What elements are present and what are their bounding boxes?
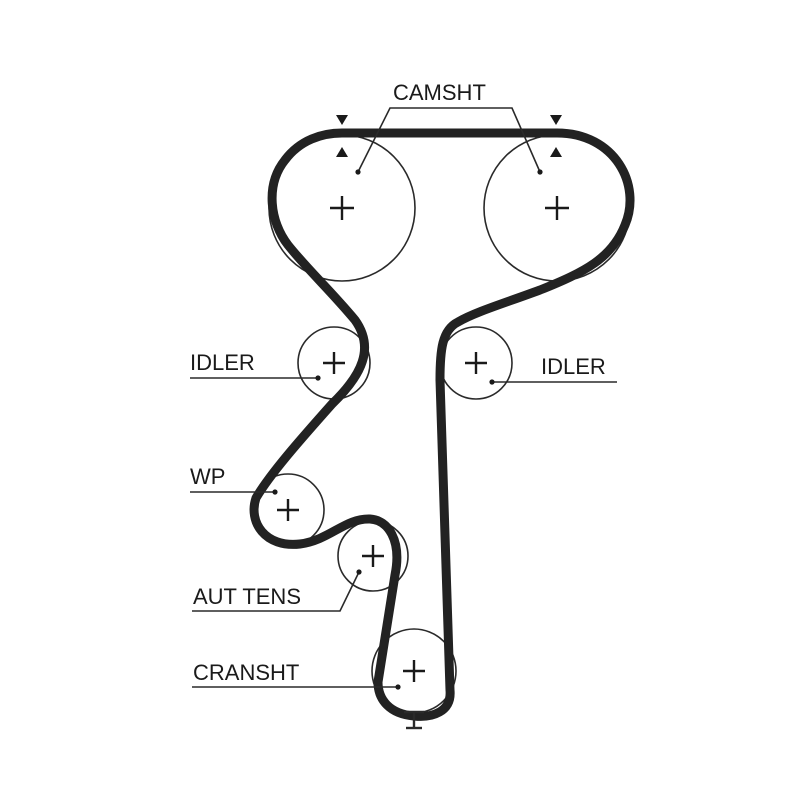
- timing-belt: [249, 128, 635, 721]
- crankshaft-leader: [192, 684, 401, 690]
- idler-right-label: IDLER: [541, 354, 606, 379]
- crankshaft-center-mark: [403, 660, 425, 682]
- water-pump-center-mark: [277, 499, 299, 521]
- camshaft-left-timing-mark: [336, 115, 348, 157]
- crankshaft-label: CRANSHT: [193, 660, 299, 685]
- idler-right-center-mark: [465, 352, 487, 374]
- water-pump-label: WP: [190, 464, 225, 489]
- camshaft-right-center-mark: [545, 196, 569, 220]
- idler-left-label: IDLER: [190, 350, 255, 375]
- idler-left-center-mark: [323, 352, 345, 374]
- camshaft-leader: [355, 107, 543, 175]
- auto-tensioner-leader: [192, 569, 362, 612]
- auto-tensioner-label: AUT TENS: [193, 584, 301, 609]
- camshaft-right-timing-mark: [550, 115, 562, 157]
- camshaft-label: CAMSHT: [393, 80, 486, 105]
- water-pump-leader: [190, 489, 278, 495]
- idler-left-leader: [190, 375, 321, 381]
- crankshaft-keyway-mark: [404, 710, 424, 730]
- auto-tensioner-center-mark: [362, 545, 384, 567]
- idler-right-leader: [489, 379, 617, 385]
- camshaft-left-center-mark: [330, 196, 354, 220]
